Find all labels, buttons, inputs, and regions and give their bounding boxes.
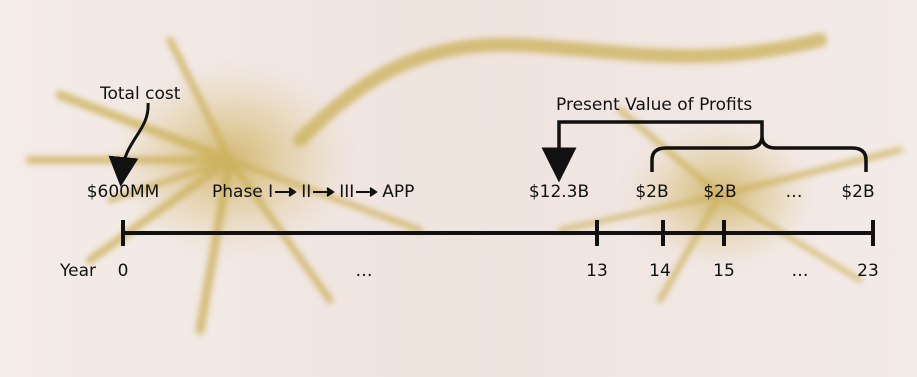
- phase-3: III: [339, 182, 354, 202]
- phase-sequence: Phase I II III APP: [212, 182, 414, 202]
- year-axis-label: Year: [60, 261, 96, 281]
- year-ellipsis-1: …: [356, 261, 373, 281]
- phase-2: II: [301, 182, 311, 202]
- phase-1: Phase I: [212, 182, 273, 202]
- year-13: 13: [586, 261, 608, 281]
- cost-value: $600MM: [87, 182, 160, 202]
- total-cost-label: Total cost: [100, 84, 180, 104]
- year-ellipsis-2: …: [792, 261, 809, 281]
- profits-brace: [652, 136, 866, 172]
- present-value-label: Present Value of Profits: [556, 95, 752, 115]
- present-value-arrow: [559, 122, 762, 165]
- year-15: 15: [713, 261, 735, 281]
- total-cost-arrow: [122, 103, 148, 172]
- profit-year-23: $2B: [841, 182, 874, 202]
- year-0: 0: [118, 261, 129, 281]
- present-value-amount: $12.3B: [529, 182, 589, 202]
- profit-ellipsis: …: [786, 182, 803, 202]
- profit-year-14: $2B: [635, 182, 668, 202]
- profit-year-15: $2B: [703, 182, 736, 202]
- right-arrow-icon: [356, 186, 380, 198]
- year-14: 14: [649, 261, 671, 281]
- right-arrow-icon: [313, 186, 337, 198]
- right-arrow-icon: [275, 186, 299, 198]
- phase-app: APP: [382, 182, 414, 202]
- year-23: 23: [857, 261, 879, 281]
